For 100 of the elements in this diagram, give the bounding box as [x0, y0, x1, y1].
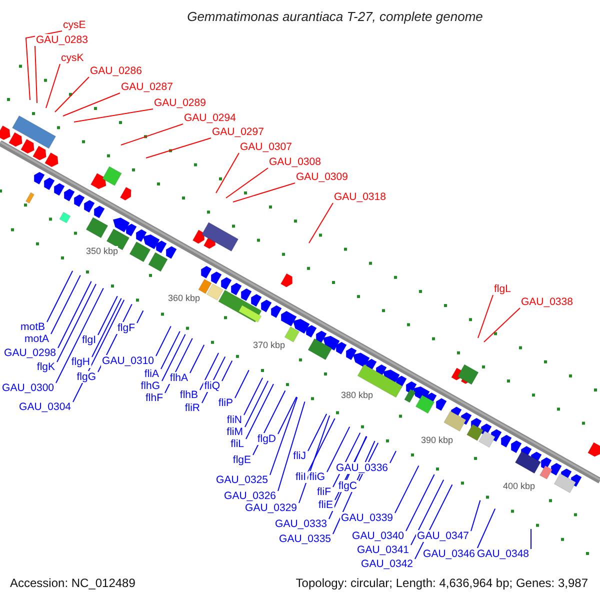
leader-line	[56, 284, 96, 362]
gene-label: motA	[23, 333, 50, 345]
leader-line	[56, 288, 104, 384]
leader-line	[246, 384, 274, 440]
gene-label: flhG	[140, 380, 161, 392]
position-label: 350 kbp	[86, 246, 118, 256]
gene-label: GAU_0308	[268, 156, 322, 168]
gene-label: fliN	[226, 414, 243, 426]
leader-line	[222, 360, 233, 382]
leader-line	[202, 356, 226, 404]
leader-line	[394, 465, 420, 514]
leader-line	[226, 168, 268, 198]
gene-label: GAU_0309	[295, 171, 349, 183]
leader-line	[308, 418, 336, 472]
gene-label: GAU_0297	[211, 126, 265, 138]
gene-label: GAU_0304	[18, 401, 72, 413]
leader-line	[54, 76, 90, 112]
leader-line	[410, 479, 444, 546]
gene-label: flgC	[337, 480, 358, 492]
gene-label: GAU_0300	[1, 382, 55, 394]
gene-label: fliL	[230, 438, 245, 450]
gene-label: fliG	[308, 471, 326, 483]
gene-label: fliM	[226, 426, 244, 438]
gene-label: fliE	[317, 499, 334, 511]
gene-label: GAU_0342	[360, 558, 414, 570]
gene-label: flhA	[168, 372, 189, 384]
leader-line	[162, 334, 186, 382]
gene-label: GAU_0310	[101, 355, 155, 367]
gene-label: fliP	[217, 397, 234, 409]
gene-label: flhB	[178, 389, 199, 401]
leader-line	[530, 528, 532, 550]
gene-label: GAU_0289	[153, 97, 207, 109]
leader-line	[244, 377, 264, 416]
leader-line	[244, 380, 268, 428]
leader-line	[25, 30, 62, 100]
leader-line	[476, 508, 496, 550]
gene-label: GAU_0294	[183, 112, 237, 124]
position-label: 380 kbp	[341, 390, 374, 400]
diagram-title: Gemmatimonas aurantiaca T-27, complete genome	[186, 9, 484, 25]
genome-info-text: Topology: circular; Length: 4,636,964 bp; Genes: 3,987	[296, 576, 588, 590]
gene-label: flgL	[493, 283, 512, 295]
gene-label: flgG	[76, 371, 97, 383]
gene-label: GAU_0318	[333, 191, 387, 203]
leader-line	[58, 280, 92, 348]
leader-line	[136, 310, 144, 324]
gene-label: flgK	[36, 361, 56, 373]
position-label: 370 kbp	[253, 340, 286, 350]
leader-line	[232, 182, 296, 202]
leader-line	[406, 474, 435, 532]
gene-label: GAU_0283	[35, 34, 89, 46]
leader-line	[34, 46, 38, 104]
position-label: 400 kbp	[503, 481, 536, 492]
leader-line	[92, 298, 122, 358]
gene-label: GAU_0307	[239, 141, 293, 153]
gene-label: GAU_0333	[274, 518, 328, 530]
gene-label: fliQ	[203, 380, 221, 392]
position-label: 390 kbp	[421, 435, 454, 446]
gene-label: cysE	[62, 19, 87, 31]
gene-label: fliA	[143, 368, 160, 380]
gene-label: GAU_0338	[520, 296, 574, 308]
leader-line	[298, 415, 330, 504]
leader-line	[160, 330, 180, 370]
leader-line	[278, 396, 297, 434]
gene-label: flgE	[232, 454, 252, 466]
gene-label: fliI	[294, 471, 307, 483]
gene-label: GAU_0325	[215, 474, 269, 486]
gene-label: GAU_0339	[340, 512, 394, 524]
gene-label: flgI	[80, 334, 97, 346]
gene-label: flgD	[256, 433, 277, 445]
accession-text: Accession: NC_012489	[10, 576, 136, 590]
gene-label: fliF	[316, 486, 332, 498]
gene-label: GAU_0286	[89, 65, 143, 77]
leader-line	[74, 108, 154, 122]
gene-label: fliR	[184, 402, 201, 414]
gene-label: flhF	[144, 392, 164, 404]
leader-line	[326, 426, 350, 472]
leader-line	[72, 299, 125, 402]
leader-line	[308, 413, 328, 452]
gene-label: GAU_0336	[335, 462, 389, 474]
leader-line	[146, 138, 212, 158]
gene-label: GAU_0298	[3, 347, 57, 359]
leader-line	[484, 308, 520, 342]
gene-label: GAU_0347	[416, 530, 470, 542]
gene-label: cysK	[60, 52, 85, 64]
leader-line	[190, 344, 205, 374]
leader-line	[62, 92, 120, 116]
gene-label: GAU_0326	[223, 490, 277, 502]
leader-line	[252, 390, 286, 456]
leader-line	[156, 326, 172, 356]
gene-label: GAU_0341	[356, 544, 410, 556]
leader-line	[120, 124, 184, 146]
leader-line	[50, 274, 81, 334]
gene-label: GAU_0287	[120, 81, 174, 93]
leader-line	[216, 152, 240, 194]
leader-line	[390, 450, 396, 464]
leader-line	[478, 294, 494, 338]
gene-label: flgF	[116, 322, 136, 334]
gene-label: motB	[19, 321, 46, 333]
gene-label: GAU_0329	[244, 502, 298, 514]
leader-line	[234, 370, 250, 398]
